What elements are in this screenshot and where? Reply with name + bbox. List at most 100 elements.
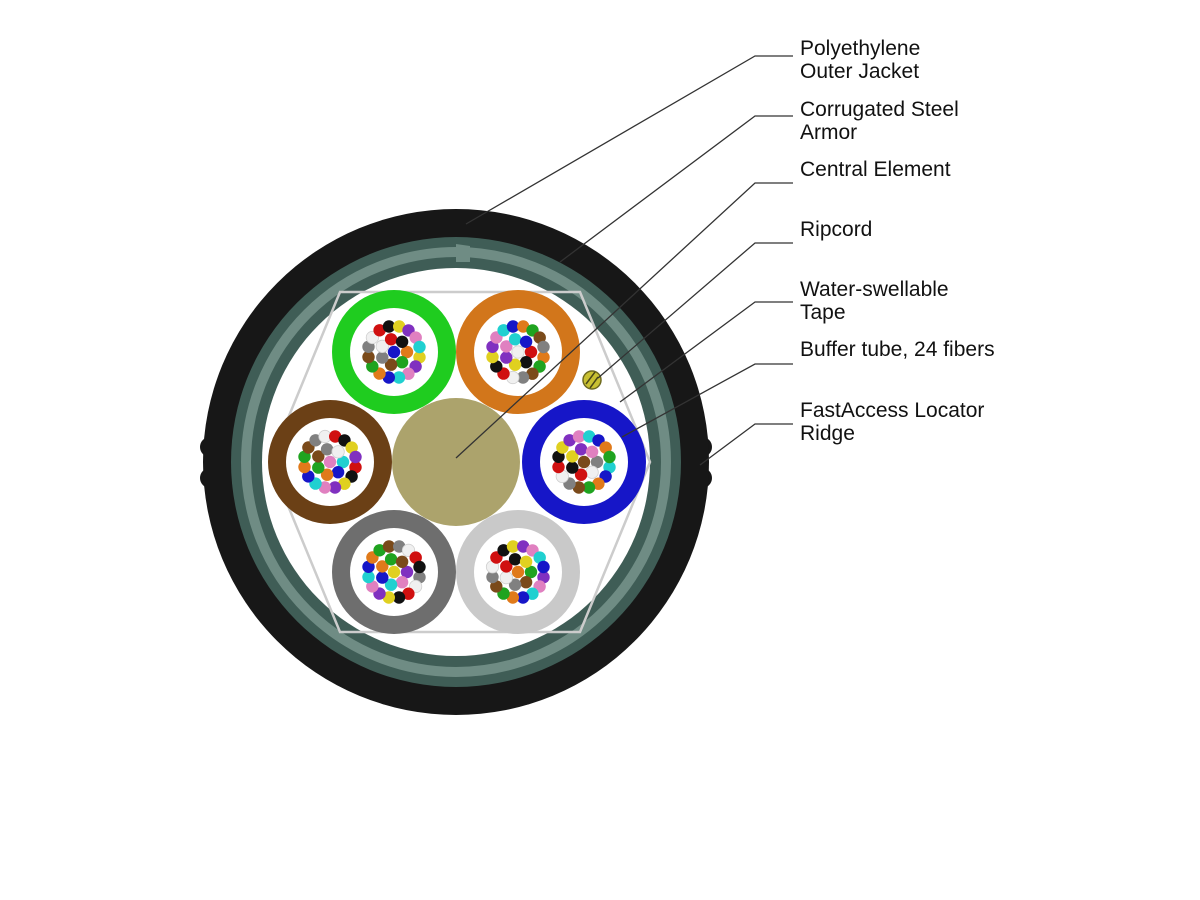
optical-fiber xyxy=(566,461,579,474)
leader-central-element xyxy=(455,182,793,459)
optical-fiber xyxy=(409,551,422,564)
optical-fiber xyxy=(376,351,389,364)
optical-fiber xyxy=(582,481,596,494)
optical-fiber xyxy=(499,570,513,585)
optical-fiber xyxy=(537,560,550,574)
optical-fiber xyxy=(603,461,616,474)
optical-fiber xyxy=(384,333,398,346)
optical-fiber xyxy=(298,450,311,463)
optical-fiber xyxy=(323,455,337,469)
optical-fiber xyxy=(506,540,520,553)
optical-fiber xyxy=(526,587,539,600)
leader-ripcord xyxy=(597,242,793,379)
optical-fiber xyxy=(519,555,533,568)
optical-fiber xyxy=(387,565,401,579)
optical-fiber xyxy=(516,591,530,604)
optical-fiber xyxy=(537,571,550,584)
optical-fiber xyxy=(552,460,565,474)
optical-fiber xyxy=(500,560,513,573)
optical-fiber xyxy=(320,468,334,481)
optical-fiber xyxy=(402,587,415,600)
optical-fiber xyxy=(508,358,522,371)
optical-fiber xyxy=(574,468,588,481)
optical-fiber xyxy=(533,551,546,564)
optical-fiber xyxy=(508,578,522,591)
central-element xyxy=(392,398,520,526)
label-central-element: Central Element xyxy=(800,158,951,181)
label-water-swellable-tape: Water-swellable Tape xyxy=(800,278,954,324)
optical-fiber xyxy=(318,481,331,494)
optical-fiber xyxy=(506,320,520,333)
optical-fiber xyxy=(345,441,358,454)
optical-fiber xyxy=(516,371,530,384)
label-buffer-tube: Buffer tube, 24 fibers xyxy=(800,338,995,361)
optical-fiber xyxy=(349,450,362,464)
optical-fiber xyxy=(400,565,414,579)
optical-fiber xyxy=(511,565,525,579)
optical-fiber xyxy=(384,553,398,566)
optical-fiber xyxy=(382,540,396,553)
optical-fiber xyxy=(366,580,379,593)
optical-fiber xyxy=(395,576,409,589)
armor-overlap-seam xyxy=(456,244,470,262)
leader-buffer-tube xyxy=(621,363,793,438)
optical-fiber xyxy=(382,591,395,604)
buffer-tube xyxy=(268,400,392,524)
optical-fiber xyxy=(585,445,599,458)
leader-water-swellable-tape xyxy=(619,301,793,403)
optical-fiber xyxy=(392,371,406,384)
optical-fiber xyxy=(298,460,311,474)
buffer-tube xyxy=(332,510,456,634)
optical-fiber xyxy=(331,445,345,459)
optical-fiber xyxy=(506,591,519,604)
optical-fiber xyxy=(603,450,616,464)
optical-fiber xyxy=(392,591,406,604)
optical-fiber xyxy=(395,356,409,369)
optical-fiber xyxy=(338,477,351,490)
optical-fiber xyxy=(384,578,398,591)
optical-fiber xyxy=(373,324,386,337)
label-ripcord: Ripcord xyxy=(800,218,872,241)
optical-fiber xyxy=(395,555,409,568)
optical-fiber xyxy=(537,340,550,354)
optical-fiber xyxy=(382,320,396,333)
label-steel-armor: Corrugated Steel Armor xyxy=(800,98,965,144)
optical-fiber xyxy=(302,470,315,483)
optical-fiber xyxy=(486,570,499,584)
label-outer-jacket: Polyethylene Outer Jacket xyxy=(800,37,926,83)
optical-fiber xyxy=(524,345,538,359)
optical-fiber xyxy=(537,351,550,364)
optical-fiber xyxy=(329,430,342,443)
optical-fiber xyxy=(312,461,325,474)
optical-fiber xyxy=(400,345,414,359)
optical-fiber xyxy=(526,367,539,380)
optical-fiber xyxy=(574,443,588,456)
optical-fiber xyxy=(362,350,375,364)
optical-fiber xyxy=(387,345,401,359)
buffer-tube xyxy=(456,510,580,634)
callout-labels: Polyethylene Outer Jacket Corrugated Ste… xyxy=(800,37,995,445)
ripcord xyxy=(582,370,602,390)
optical-fiber xyxy=(413,351,426,364)
buffer-tube xyxy=(522,400,646,524)
optical-fiber xyxy=(563,434,576,447)
cable-cross-section xyxy=(200,209,712,715)
optical-fiber xyxy=(517,320,530,333)
optical-fiber xyxy=(402,367,415,380)
optical-fiber xyxy=(331,466,345,479)
optical-fiber xyxy=(384,358,398,371)
optical-fiber xyxy=(395,335,409,348)
optical-fiber xyxy=(511,345,525,359)
optical-fiber xyxy=(409,331,422,344)
optical-fiber xyxy=(500,340,513,353)
optical-fiber xyxy=(533,331,546,344)
optical-fiber xyxy=(552,450,565,463)
optical-fiber xyxy=(517,540,530,553)
optical-fiber xyxy=(486,340,499,353)
optical-fiber xyxy=(524,565,538,579)
optical-fiber xyxy=(572,430,586,443)
optical-fiber xyxy=(413,560,426,574)
optical-fiber xyxy=(519,356,533,369)
callout-leader-lines xyxy=(455,55,793,466)
